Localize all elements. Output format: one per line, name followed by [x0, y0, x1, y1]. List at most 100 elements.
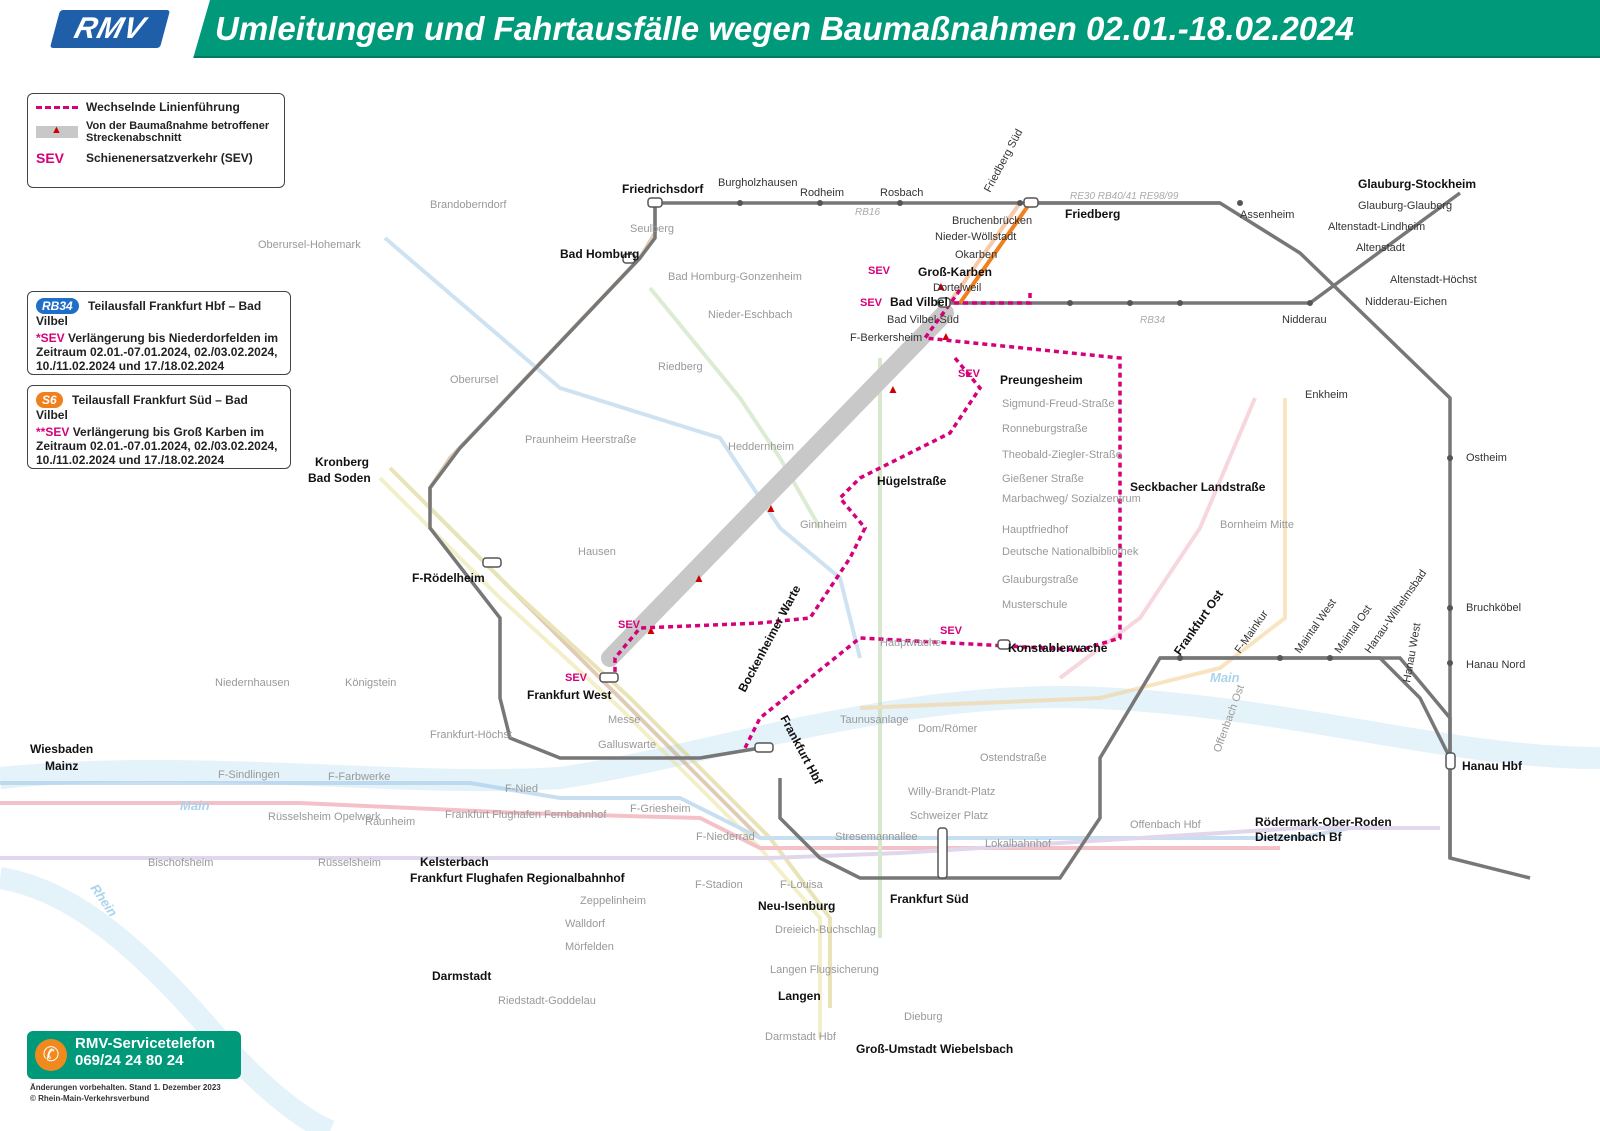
- station-label: Mörfelden: [565, 941, 614, 953]
- station-marker: [754, 742, 774, 753]
- station-label: Dietzenbach Bf: [1255, 830, 1343, 844]
- line-ost-hanau: [1160, 656, 1452, 759]
- line-label-rb34: RB34: [1140, 315, 1165, 326]
- note-body: **SEV Verlängerung bis Groß Karben im Ze…: [36, 425, 282, 467]
- station-label: Kelsterbach: [420, 855, 489, 869]
- station-label: Assenheim: [1240, 209, 1294, 221]
- station-label: Bruchköbel: [1466, 602, 1521, 614]
- line-s2: [0, 801, 1280, 850]
- station-label: F-Berkersheim: [850, 332, 922, 344]
- warning-icon: ▲: [645, 623, 657, 637]
- station-dot: [1327, 655, 1333, 661]
- sev-route-rb34: [945, 290, 1032, 305]
- station-label: Offenbach Hbf: [1130, 819, 1202, 831]
- station-dot: [1017, 200, 1023, 206]
- river-label-main: Main: [180, 798, 210, 813]
- station-label: Okarben: [955, 249, 997, 261]
- station-label: Ostheim: [1466, 452, 1507, 464]
- station-frankfurt-ost: Frankfurt Ost: [1171, 587, 1226, 657]
- river-main: [0, 686, 1600, 792]
- station-label: Riedberg: [658, 361, 703, 373]
- warning-icon: ▲: [693, 571, 705, 585]
- station-label: Nieder-Wöllstadt: [935, 231, 1016, 243]
- station-dot: [1447, 605, 1453, 611]
- u5-stop: Deutsche Nationalbibliothek: [1002, 546, 1139, 558]
- station-label: Hausen: [578, 546, 616, 558]
- u5-stop: Theobald-Ziegler-Straße: [1002, 449, 1122, 461]
- station-label: Altenstadt-Lindheim: [1328, 221, 1425, 233]
- station-label: Stresemannallee: [835, 831, 918, 843]
- line-east-south: [1448, 758, 1531, 880]
- station-label: Altenstadt: [1356, 242, 1405, 254]
- station-label: Darmstadt Hbf: [765, 1031, 837, 1043]
- u5-stop: Gießener Straße: [1002, 473, 1084, 485]
- service-number[interactable]: 069/24 24 80 24: [75, 1052, 184, 1069]
- station-label: Rüsselsheim Opelwerk: [268, 811, 381, 823]
- line-label-re30: RE30 RB40/41 RE98/99: [1070, 191, 1179, 202]
- station-label: Rosbach: [880, 187, 923, 199]
- station-label: Rodheim: [800, 187, 844, 199]
- note-s6: S6 Teilausfall Frankfurt Süd – Bad Vilbe…: [27, 385, 291, 469]
- station-marker: [647, 197, 663, 208]
- station-label: Friedberg Süd: [982, 127, 1025, 194]
- service-label: RMV-Servicetelefon: [75, 1035, 216, 1052]
- station-friedrichsdorf: Friedrichsdorf: [622, 182, 704, 196]
- station-label: Willy-Brandt-Platz: [908, 786, 995, 798]
- station-label: Neu-Isenburg: [758, 899, 835, 913]
- sev-icon: *SEV: [36, 331, 65, 345]
- station-label: Nieder-Eschbach: [708, 309, 792, 321]
- legend-row-affected: Von der Baumaßnahme betroffener Strecken…: [36, 120, 276, 144]
- line-u-d: [648, 286, 822, 529]
- station-label: Bad Homburg-Gonzenheim: [668, 271, 802, 283]
- station-label: F-Sindlingen: [218, 769, 280, 781]
- line-u7: [859, 398, 1287, 710]
- station-bad-homburg: Bad Homburg: [560, 247, 639, 261]
- station-label: Praunheim Heerstraße: [525, 434, 636, 446]
- station-label: Niedernhausen: [215, 677, 290, 689]
- u5-stop: Marbachweg/ Sozialzentrum: [1002, 493, 1141, 505]
- station-label: Langen: [778, 989, 821, 1003]
- station-glauburg-stockheim: Glauburg-Stockheim: [1358, 177, 1476, 191]
- footer-copyright: © Rhein-Main-Verkehrsverbund: [30, 1094, 150, 1103]
- station-label: Schweizer Platz: [910, 810, 988, 822]
- line-s6-active: [958, 201, 1032, 305]
- line-loop-south: [778, 656, 1452, 880]
- u5-stop: Musterschule: [1002, 599, 1067, 611]
- station-dot: [1067, 300, 1073, 306]
- service-phone-box[interactable]: ✆ RMV-Servicetelefon 069/24 24 80 24: [27, 1031, 241, 1079]
- note-rb34: RB34 Teilausfall Frankfurt Hbf – Bad Vil…: [27, 291, 291, 375]
- station-dot: [1127, 300, 1133, 306]
- line-label-rb16: RB16: [855, 207, 880, 218]
- station-dot: [1177, 300, 1183, 306]
- station-label: Zeppelinheim: [580, 895, 646, 907]
- note-body: *SEV Verlängerung bis Niederdorfelden im…: [36, 331, 282, 373]
- note-text: Verlängerung bis Niederdorfelden im Zeit…: [36, 331, 279, 373]
- station-dot: [1447, 455, 1453, 461]
- legend-label: Wechselnde Linienführung: [86, 100, 240, 114]
- station-label: Altenstadt-Höchst: [1390, 274, 1477, 286]
- line-badge: S6: [36, 392, 63, 408]
- station-label: Groß-Umstadt Wiebelsbach: [856, 1042, 1013, 1056]
- station-label: Dortelweil: [933, 282, 981, 294]
- station-label: Nidderau-Eichen: [1365, 296, 1447, 308]
- station-label: Oberursel-Hohemark: [258, 239, 361, 251]
- legend-label: Von der Baumaßnahme betroffener Strecken…: [86, 120, 270, 144]
- station-label: Frankfurt Flughafen Fernbahnhof: [445, 809, 607, 821]
- station-label: Galluswarte: [598, 739, 656, 751]
- station-marker: [937, 297, 951, 308]
- station-label: F-Niederrad: [696, 831, 755, 843]
- station-label: Oberursel: [450, 374, 498, 386]
- station-label: Bad Vilbel Süd: [887, 314, 959, 326]
- station-label: Lokalbahnhof: [985, 838, 1052, 850]
- sev-marker: SEV: [958, 368, 981, 380]
- station-label: Königstein: [345, 677, 396, 689]
- station-label: Maintal West: [1293, 597, 1339, 656]
- line-s8s9: [0, 826, 1440, 860]
- station-bad-vilbel: Bad Vilbel: [890, 295, 948, 309]
- station-hanau-hbf: Hanau Hbf: [1462, 759, 1523, 773]
- u5-stop: Hauptfriedhof: [1002, 524, 1069, 536]
- station-preungesheim: Preungesheim: [1000, 373, 1083, 387]
- station-label: Seckbacher Landstraße: [1130, 480, 1266, 494]
- affected-section: [601, 304, 954, 667]
- station-dot: [817, 200, 823, 206]
